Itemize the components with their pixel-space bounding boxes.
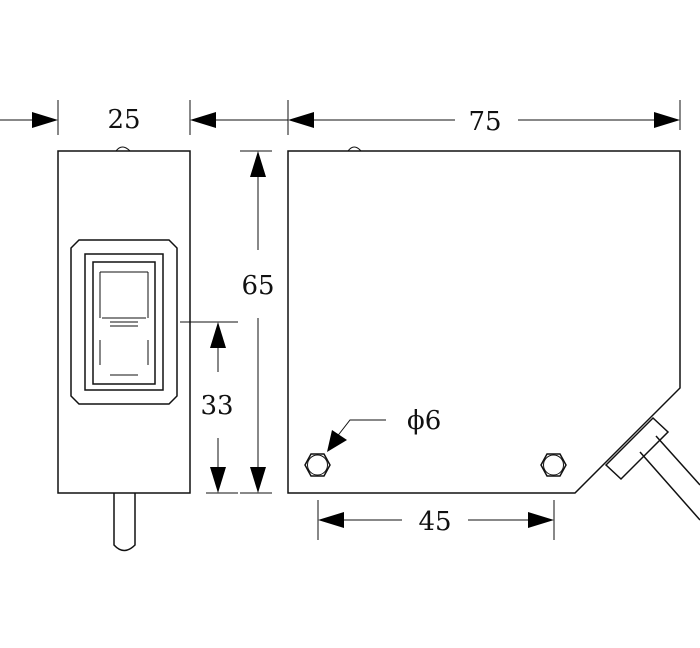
side-top-bump <box>115 146 131 152</box>
dimension-65 <box>240 150 272 494</box>
dimension-label-75: 75 <box>468 107 501 137</box>
dimension-label-25: 25 <box>107 105 140 135</box>
indicator-window-frame <box>70 239 178 405</box>
mounting-hole-left <box>304 453 331 477</box>
dimension-label-45: 45 <box>418 507 451 537</box>
front-top-bump <box>347 146 362 152</box>
dimension-label-33: 33 <box>200 391 233 421</box>
side-view <box>57 146 191 552</box>
dimension-75 <box>287 100 681 135</box>
hole-diameter-label: ϕ6 <box>407 406 441 436</box>
mounting-hole-right <box>540 453 567 477</box>
front-view <box>287 146 700 521</box>
cable-gland <box>604 416 700 521</box>
side-bottom-pin <box>113 493 136 552</box>
indicator-window-lens <box>92 261 156 385</box>
hole-diameter-leader <box>327 419 386 452</box>
dimension-45 <box>317 500 555 540</box>
dimension-25 <box>0 100 288 135</box>
dimension-label-65: 65 <box>241 271 274 301</box>
front-body-outline <box>287 150 681 494</box>
seven-segment-display-icon <box>99 271 149 376</box>
indicator-window-inner <box>84 253 164 391</box>
dimension-33 <box>180 321 238 494</box>
